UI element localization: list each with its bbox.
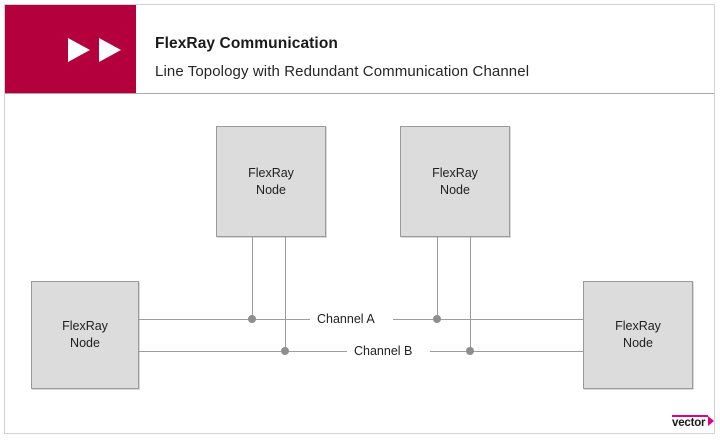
flexray-node-right[interactable]: FlexRay Node xyxy=(583,281,693,389)
channel-a-wire-right xyxy=(393,319,583,320)
junction-dot xyxy=(466,347,474,355)
node-label: FlexRay Node xyxy=(615,319,661,350)
channel-a-wire-left xyxy=(139,319,314,320)
channel-a-label: Channel A xyxy=(310,312,382,326)
node-label: FlexRay Node xyxy=(62,319,108,350)
flexray-node-left[interactable]: FlexRay Node xyxy=(31,281,139,389)
play-triangle-icon xyxy=(68,38,90,62)
node-label: FlexRay Node xyxy=(248,165,294,197)
channel-b-wire-left xyxy=(139,351,351,352)
vector-logo-text: vector xyxy=(672,417,706,429)
slide-frame xyxy=(4,4,715,434)
page-subtitle: Line Topology with Redundant Communicati… xyxy=(155,63,530,80)
header-logo-block xyxy=(5,5,136,93)
node-top-right-drop-channel-b xyxy=(470,237,471,352)
junction-dot xyxy=(248,315,256,323)
channel-b-wire-right xyxy=(430,351,583,352)
node-top-right-drop-channel-a xyxy=(437,237,438,320)
slide-header: FlexRay Communication Line Topology with… xyxy=(5,5,714,94)
node-label: FlexRay Node xyxy=(432,165,478,197)
vector-logo: vector xyxy=(672,411,714,433)
node-top-left-drop-channel-a xyxy=(252,237,253,320)
junction-dot xyxy=(433,315,441,323)
junction-dot xyxy=(281,347,289,355)
flexray-node-top-right[interactable]: FlexRay Node xyxy=(400,126,510,237)
vector-logo-triangle-icon xyxy=(708,416,714,426)
play-triangle-icon xyxy=(99,38,121,62)
node-top-left-drop-channel-b xyxy=(285,237,286,352)
page-title: FlexRay Communication xyxy=(155,35,338,52)
channel-b-label: Channel B xyxy=(347,344,420,358)
vector-logo-bar xyxy=(672,415,708,417)
flexray-node-top-left[interactable]: FlexRay Node xyxy=(216,126,326,237)
header-divider xyxy=(5,93,714,94)
